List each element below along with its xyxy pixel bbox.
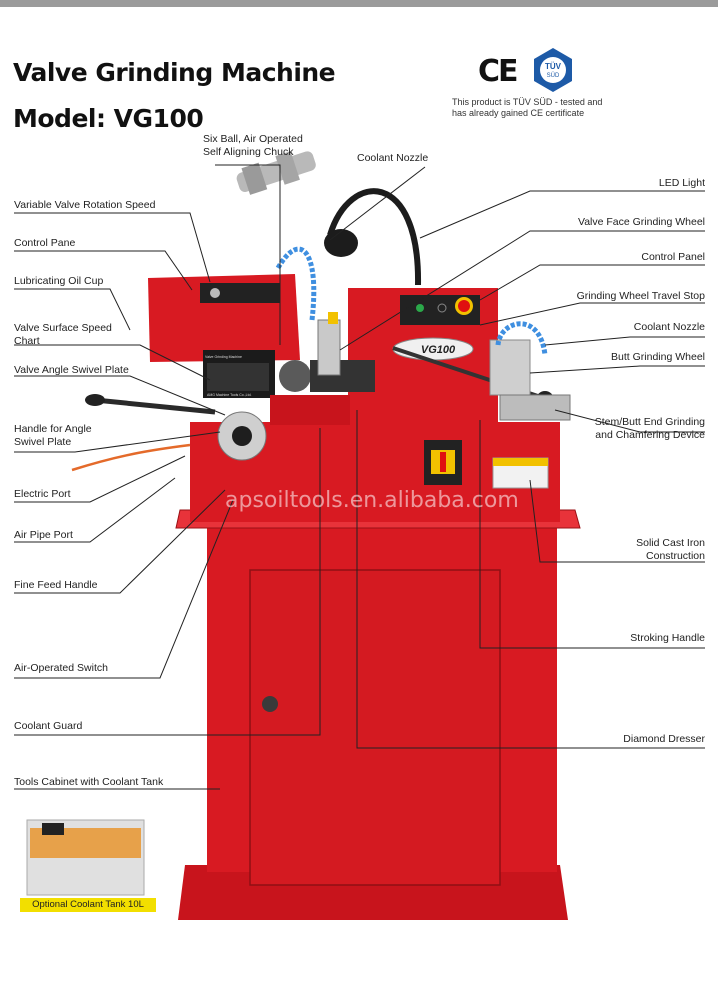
certification-note-line2: has already gained CE certificate (452, 108, 585, 118)
chuck (279, 360, 311, 392)
tuv-logo: TÜV SÜD (534, 48, 572, 92)
label-handle-angle-1: Handle for Angle (14, 423, 92, 435)
label-valve-surface-speed-2: Chart (14, 335, 40, 347)
label-coolant-guard: Coolant Guard (14, 720, 83, 732)
model-title: Model: VG100 (13, 104, 204, 133)
cabinet-door (249, 569, 501, 886)
label-electric-port: Electric Port (14, 488, 71, 500)
label-coolant-nozzle-right: Coolant Nozzle (633, 321, 705, 333)
ce-mark: CE (478, 54, 518, 89)
label-fine-feed-handle: Fine Feed Handle (14, 579, 98, 591)
page-title: Valve Grinding Machine (13, 58, 336, 87)
label-solid-cast-iron-1: Solid Cast Iron (636, 537, 705, 549)
label-solid-cast-iron-2: Construction (646, 550, 705, 562)
tuv-top-text: TÜV (545, 62, 562, 71)
label-control-panel: Control Panel (641, 251, 705, 263)
top-bar (0, 0, 718, 7)
label-handle-angle-2: Swivel Plate (14, 436, 72, 448)
label-tools-cabinet: Tools Cabinet with Coolant Tank (14, 776, 164, 788)
certification-note-line1: This product is TÜV SÜD - tested and (452, 97, 603, 107)
butt-grinding-wheel (489, 339, 531, 396)
label-stem-butt-1: Stem/Butt End Grinding (594, 416, 705, 428)
label-variable-valve-rotation-speed: Variable Valve Rotation Speed (14, 199, 156, 211)
label-six-ball-chuck-2: Self Aligning Chuck (203, 146, 294, 158)
optional-tank-caption: Optional Coolant Tank 10L (20, 898, 156, 912)
led-light-arm (327, 188, 422, 286)
chuck-inset (236, 151, 316, 195)
label-air-operated-switch: Air-Operated Switch (14, 662, 108, 674)
tuv-bottom-text: SÜD (547, 72, 560, 79)
label-coolant-nozzle-top: Coolant Nozzle (357, 152, 429, 164)
chart-plate-title: Valve Grinding Machine (205, 355, 242, 359)
label-valve-angle-swivel-plate: Valve Angle Swivel Plate (14, 364, 129, 376)
label-diamond-dresser: Diamond Dresser (623, 733, 705, 745)
label-valve-surface-speed-1: Valve Surface Speed (14, 322, 112, 334)
label-lubricating-oil-cup: Lubricating Oil Cup (14, 275, 104, 287)
label-stroking-handle: Stroking Handle (630, 632, 705, 644)
model-badge-text: VG100 (421, 344, 456, 356)
label-air-pipe-port: Air Pipe Port (14, 529, 73, 541)
label-six-ball-chuck-1: Six Ball, Air Operated (203, 133, 303, 145)
label-control-pane: Control Pane (14, 237, 76, 249)
label-butt-grinding-wheel: Butt Grinding Wheel (611, 351, 705, 363)
chart-plate-maker: AMG Machine Tools Co.,Ltd. (207, 393, 252, 397)
door-knob (262, 696, 278, 712)
label-valve-face-grinding-wheel: Valve Face Grinding Wheel (577, 216, 705, 228)
valve-face-grinding-wheel (317, 319, 341, 376)
label-stem-butt-2: and Chamfering Device (595, 429, 705, 441)
label-led-light: LED Light (658, 177, 705, 189)
certification-note: This product is TÜV SÜD - tested and has… (452, 97, 622, 119)
label-grinding-wheel-travel-stop: Grinding Wheel Travel Stop (576, 290, 705, 302)
led-light-head (324, 229, 358, 257)
watermark: apsoiltools.en.alibaba.com (225, 488, 519, 513)
